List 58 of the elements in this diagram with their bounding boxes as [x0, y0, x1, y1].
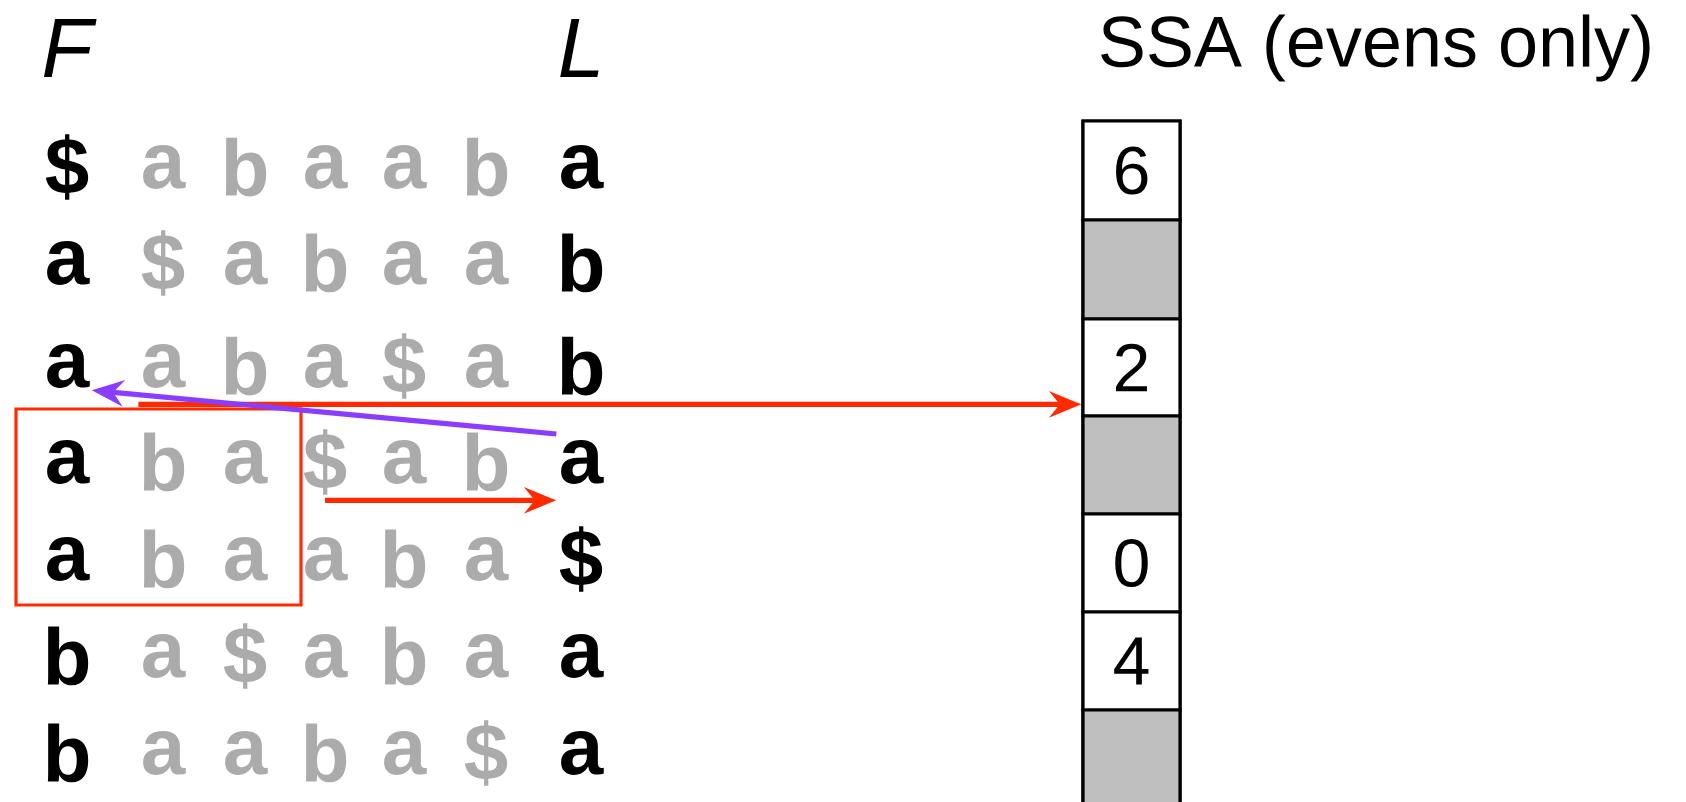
- matrix-character: b: [466, 137, 508, 197]
- matrix-character: a: [384, 440, 427, 484]
- matrix-character: a: [466, 344, 509, 388]
- array-cell: 2: [1081, 317, 1182, 418]
- matrix-character: a: [305, 145, 348, 189]
- node-label: SSA (evens only): [1101, 14, 1650, 82]
- matrix-character: a: [561, 440, 604, 484]
- matrix-character: b: [305, 723, 347, 783]
- matrix-character: b: [561, 233, 603, 293]
- matrix-character: b: [47, 723, 89, 783]
- matrix-character: $: [223, 623, 267, 689]
- array-cell: 0: [1081, 512, 1182, 614]
- matrix-character: a: [47, 440, 90, 484]
- matrix-character: b: [225, 336, 267, 396]
- matrix-character: b: [143, 529, 185, 589]
- matrix-character: a: [561, 145, 604, 189]
- matrix-character: $: [559, 526, 603, 592]
- matrix-character: $: [141, 230, 185, 296]
- matrix-character: a: [305, 344, 348, 388]
- matrix-character: a: [143, 145, 186, 189]
- matrix-character: a: [225, 241, 268, 285]
- matrix-character: $: [382, 333, 426, 399]
- matrix-character: b: [143, 432, 185, 492]
- matrix-character: $: [464, 720, 508, 786]
- matrix-character: b: [384, 529, 426, 589]
- array-cell: 4: [1081, 610, 1182, 712]
- array-cell: 6: [1081, 119, 1182, 222]
- matrix-character: b: [561, 336, 603, 396]
- matrix-character: a: [466, 241, 509, 285]
- matrix-character: a: [384, 241, 427, 285]
- matrix-character: a: [561, 731, 604, 775]
- matrix-character: b: [47, 626, 89, 686]
- matrix-character: a: [143, 344, 186, 388]
- matrix-character: a: [47, 344, 90, 388]
- matrix-character: $: [303, 429, 347, 495]
- matrix-character: b: [384, 626, 426, 686]
- matrix-character: a: [47, 241, 90, 285]
- matrix-character: a: [225, 537, 268, 581]
- array-cell: [1081, 708, 1182, 802]
- matrix-character: b: [466, 432, 508, 492]
- matrix-character: a: [466, 537, 509, 581]
- matrix-character: a: [47, 537, 90, 581]
- column-heading: F: [43, 19, 97, 77]
- matrix-character: a: [561, 634, 604, 678]
- matrix-character: b: [225, 137, 267, 197]
- matrix-character: a: [225, 731, 268, 775]
- matrix-character: $: [45, 134, 89, 200]
- matrix-character: b: [305, 233, 347, 293]
- matrix-character: a: [225, 440, 268, 484]
- matrix-character: a: [305, 537, 348, 581]
- matrix-character: a: [384, 731, 427, 775]
- matrix-character: a: [384, 145, 427, 189]
- matrix-character: a: [305, 634, 348, 678]
- matrix-character: a: [466, 634, 509, 678]
- matrix-character: a: [143, 731, 186, 775]
- highlight-box: [14, 407, 303, 607]
- matrix-character: a: [143, 634, 186, 678]
- column-heading: L: [560, 19, 599, 77]
